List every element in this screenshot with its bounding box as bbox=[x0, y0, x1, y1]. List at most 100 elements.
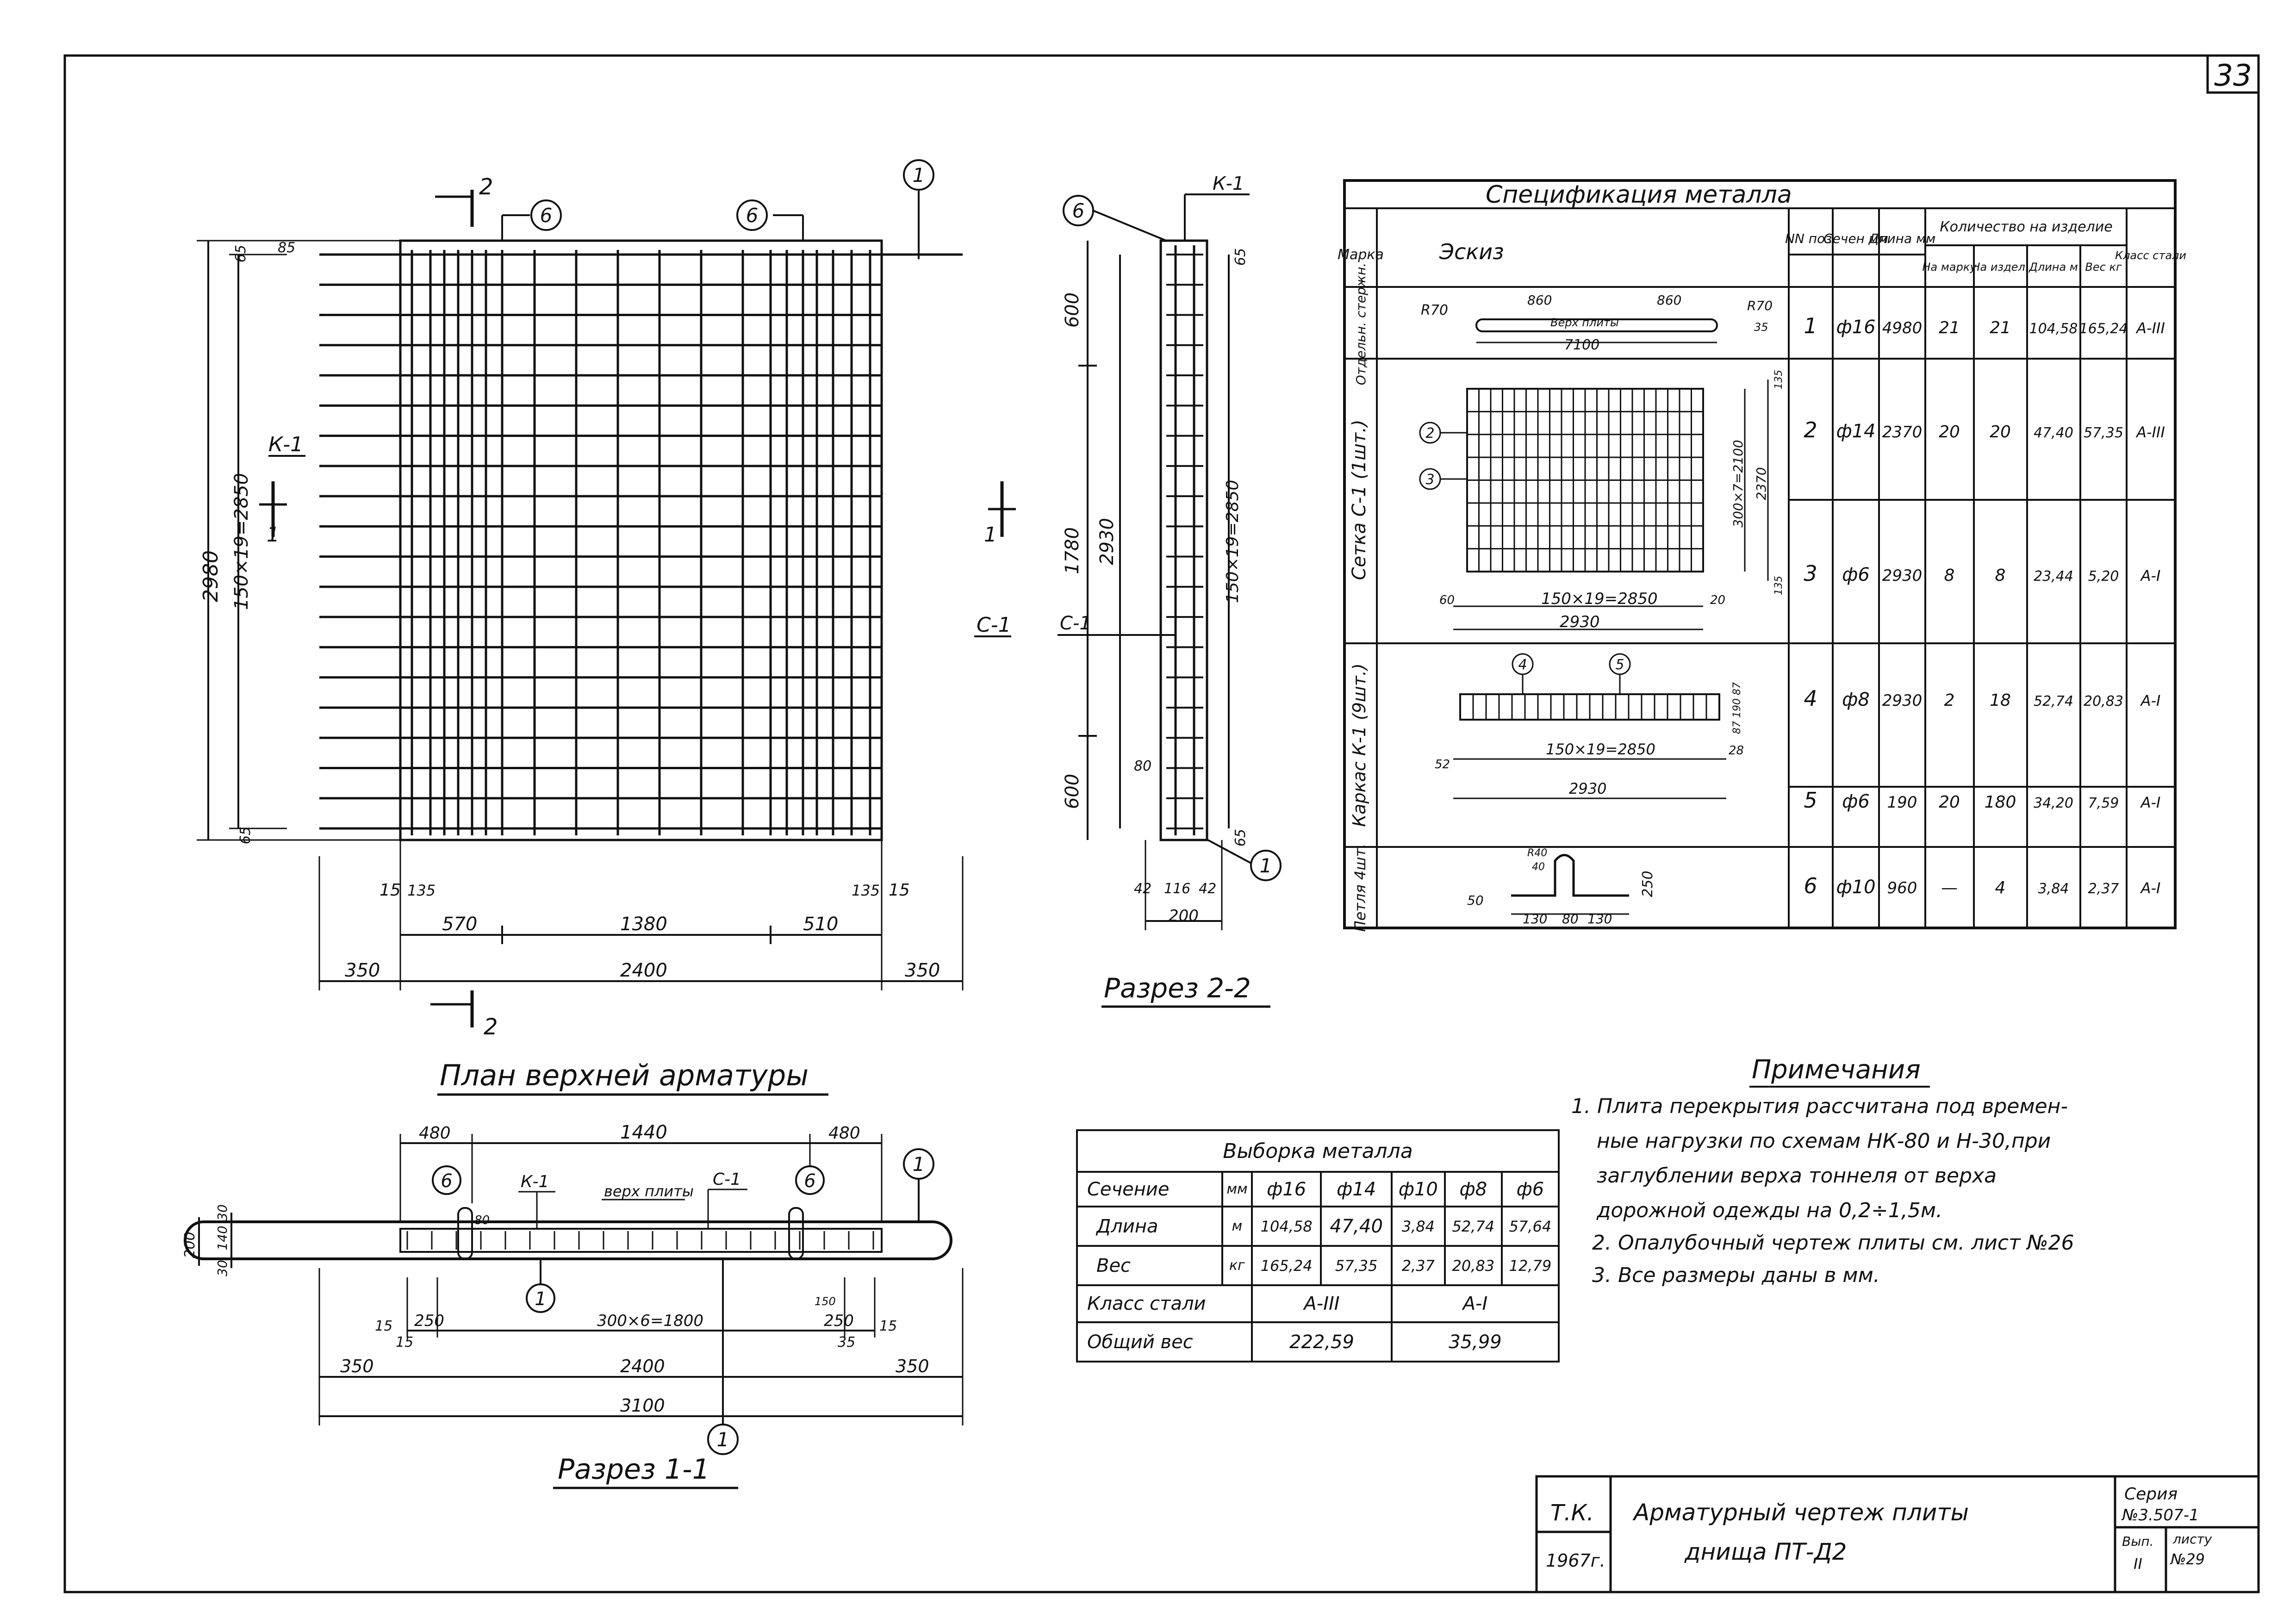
dim-plan-15-right: 15 bbox=[889, 881, 910, 900]
stamp-issue: II bbox=[2134, 1555, 2142, 1573]
sec11-label-top: верх плиты bbox=[604, 1182, 694, 1200]
sec22-dim-600-bottom: 600 bbox=[1062, 774, 1083, 809]
sec22-dim-42-right: 42 bbox=[1199, 881, 1216, 897]
sec11-dim-350-right: 350 bbox=[896, 1356, 929, 1376]
spec-cell-sect: ф6 bbox=[1842, 564, 1870, 585]
spec-cell-lm: 34,20 bbox=[2034, 795, 2073, 811]
frame-dim-28: 28 bbox=[1729, 744, 1744, 758]
sec11-title: Разрез 1-1 bbox=[558, 1453, 710, 1486]
spec-cell-kg: 2,37 bbox=[2088, 881, 2119, 897]
spec-cell-len: 2370 bbox=[1882, 423, 1923, 442]
spec-cell-cls: А-III bbox=[2135, 319, 2165, 337]
notes-line-3: заглублении верха тоннеля от верха bbox=[1597, 1164, 1997, 1188]
section-1-1: 6 6 1 1 1 К-1 верх плиты С-1 480 1440 48… bbox=[182, 1122, 964, 1489]
metal-len-14: 47,40 bbox=[1320, 1206, 1393, 1247]
spec-header-per-item: На издел. bbox=[1972, 261, 2028, 274]
section-1-right: 1 bbox=[984, 523, 997, 547]
stamp-series: №3.507-1 bbox=[2121, 1506, 2199, 1524]
spec-cell-sect: ф8 bbox=[1842, 689, 1870, 710]
notes-line-6: 3. Все размеры даны в мм. bbox=[1592, 1263, 1880, 1287]
sec11-callout-1-mid-label: 1 bbox=[535, 1288, 546, 1310]
mesh-dim-135-top: 135 bbox=[1773, 370, 1785, 389]
sec22-label-c1: С-1 bbox=[1060, 613, 1091, 634]
dim-plan-135-left: 135 bbox=[407, 882, 436, 899]
spec-cell-mark: 20 bbox=[1939, 423, 1960, 442]
metal-h-14: ф14 bbox=[1320, 1171, 1393, 1207]
spec-cell-len: 4980 bbox=[1882, 319, 1923, 337]
title-block bbox=[1535, 1475, 2260, 1593]
spec-cell-lm: 23,44 bbox=[2034, 568, 2073, 585]
spec-cell-mark: 21 bbox=[1939, 318, 1960, 337]
plan-horizontal-bars bbox=[319, 253, 963, 830]
metal-h-6: ф6 bbox=[1500, 1171, 1560, 1207]
sec11-callout-1-bottom-label: 1 bbox=[717, 1428, 729, 1451]
spec-cell-item: 20 bbox=[1990, 423, 2011, 442]
dim-plan-2400: 2400 bbox=[620, 960, 667, 981]
section-mark-2-top: 2 bbox=[479, 174, 493, 200]
mesh-dim-2930: 2930 bbox=[1560, 613, 1600, 631]
metal-len-16: 104,58 bbox=[1251, 1206, 1322, 1247]
spec-title: Спецификация металла bbox=[1486, 181, 1792, 209]
spec-cell-len: 960 bbox=[1887, 879, 1917, 897]
spec-cell-kg: 165,24 bbox=[2079, 321, 2128, 337]
stamp-title-2: днища ПТ-Д2 bbox=[1684, 1538, 1847, 1565]
loop-r40: R40 bbox=[1527, 847, 1547, 859]
plan-title: План верхней арматуры bbox=[440, 1058, 809, 1092]
spec-cell-pos: 6 bbox=[1804, 873, 1817, 898]
metal-w-14: 57,35 bbox=[1320, 1245, 1393, 1286]
metal-w-label: Вес bbox=[1076, 1245, 1223, 1286]
metal-w-10: 2,37 bbox=[1390, 1245, 1446, 1286]
metal-w-16: 165,24 bbox=[1251, 1245, 1322, 1286]
metal-table: Выборка металла Сечение мм ф16 ф14 ф10 ф… bbox=[1076, 1129, 1560, 1363]
mesh-callout-2: 2 bbox=[1425, 425, 1434, 442]
metal-w-6: 12,79 bbox=[1500, 1245, 1560, 1286]
metal-h-unit: мм bbox=[1221, 1171, 1253, 1207]
loop-130-left: 130 bbox=[1523, 911, 1547, 927]
metal-cls-a3: А-III bbox=[1251, 1284, 1393, 1323]
sec11-dim-3100: 3100 bbox=[620, 1395, 665, 1416]
sketch1-r70-left: R70 bbox=[1421, 302, 1448, 318]
sketch1-7100: 7100 bbox=[1564, 337, 1599, 353]
frame-dim-side: 87 190 87 bbox=[1731, 682, 1743, 734]
spec-cell-sect: ф10 bbox=[1836, 877, 1875, 898]
sec11-dim-2400: 2400 bbox=[620, 1356, 665, 1376]
frame-dim-2930: 2930 bbox=[1569, 780, 1606, 797]
sheet-border bbox=[63, 54, 2260, 1593]
metal-cls-a1: А-I bbox=[1390, 1284, 1560, 1323]
spec-cell-lm: 3,84 bbox=[2038, 881, 2069, 897]
stamp-sheet: №29 bbox=[2170, 1550, 2205, 1568]
sketch1-r70-right: R70 bbox=[1747, 298, 1773, 313]
plan-outline bbox=[399, 239, 883, 841]
spec-group-frame: Каркас К-1 (9шт.) bbox=[1349, 663, 1369, 827]
notes: Примечания 1. Плита перекрытия рассчитан… bbox=[1571, 1055, 2074, 1287]
spec-cell-lm: 52,74 bbox=[2034, 693, 2073, 709]
dim-plan-2980: 2980 bbox=[199, 550, 223, 602]
spec-cell-kg: 20,83 bbox=[2084, 693, 2123, 709]
mesh-dim-20: 20 bbox=[1710, 593, 1725, 607]
spec-cell-cls: А-I bbox=[2140, 879, 2161, 897]
dim-plan-1380: 1380 bbox=[620, 914, 667, 935]
notes-line-2: ные нагрузки по схемам НК-80 и Н-30,при bbox=[1597, 1129, 2051, 1153]
sketch1-top: Верх плиты bbox=[1550, 316, 1619, 329]
sec11-dim-350-left: 350 bbox=[340, 1356, 374, 1376]
sec11-dim-200: 200 bbox=[182, 1232, 198, 1258]
sec11-callout-6-right-label: 6 bbox=[804, 1170, 815, 1192]
sec22-dim-2930: 2930 bbox=[1096, 518, 1118, 565]
plan-view: 6 6 1 2 2 1 1 К-1 С-1 2980 150 bbox=[197, 159, 1016, 1096]
sec11-callout-6-left-label: 6 bbox=[441, 1170, 452, 1192]
metal-h-sect: Сечение bbox=[1076, 1171, 1223, 1207]
sec11-loop-right bbox=[788, 1207, 804, 1260]
spec-cell-sect: ф6 bbox=[1842, 791, 1870, 812]
sec22-dim-116: 116 bbox=[1164, 881, 1190, 897]
sketch1-860-right: 860 bbox=[1657, 292, 1681, 308]
notes-line-4: дорожной одежды на 0,2÷1,5м. bbox=[1596, 1199, 1942, 1222]
spec-cell-sect: ф14 bbox=[1836, 421, 1875, 442]
sketch-loop: R40 40 130 80 130 250 50 bbox=[1467, 847, 1656, 927]
metal-total-a3: 222,59 bbox=[1251, 1321, 1393, 1363]
dim-plan-85: 85 bbox=[278, 240, 295, 256]
sec11-dim-250-right: 250 bbox=[824, 1312, 854, 1330]
sheet-number: 33 bbox=[2214, 59, 2252, 93]
sec22-dim-600-top: 600 bbox=[1062, 292, 1083, 328]
